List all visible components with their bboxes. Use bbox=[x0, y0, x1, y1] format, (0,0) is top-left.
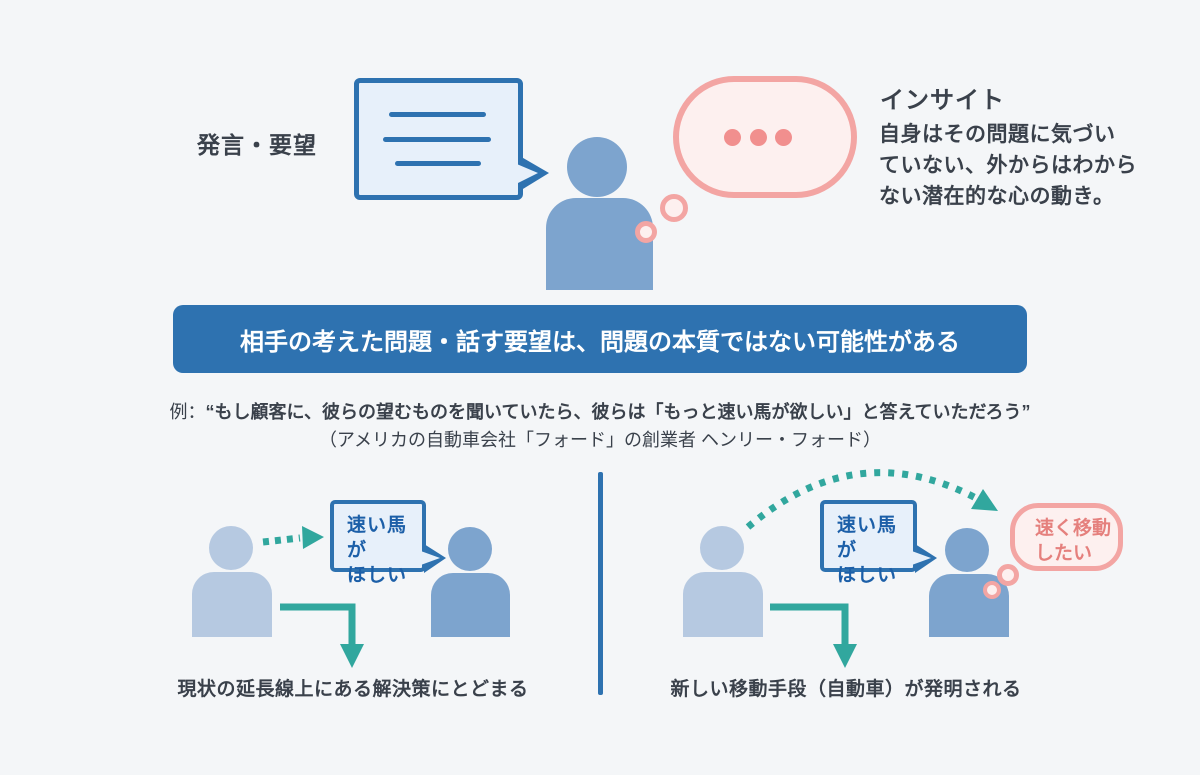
speech-bubble-text-line: ほしい bbox=[837, 565, 898, 586]
thought-bubble-text-line: したい bbox=[1035, 543, 1093, 564]
speech-line-icon bbox=[395, 161, 481, 166]
speech-bubble-icon bbox=[354, 78, 523, 200]
key-message-banner: 相手の考えた問題・話す要望は、問題の本質ではない可能性がある bbox=[173, 305, 1027, 373]
speech-line-icon bbox=[383, 137, 491, 142]
person-icon bbox=[448, 527, 492, 571]
speech-bubble-icon: 速い馬が ほしい bbox=[330, 500, 426, 586]
example-quote: “もし顧客に、彼らの望むものを聞いていたら、彼らは「もっと速い馬が欲しい」と答え… bbox=[205, 402, 1031, 422]
insight-description: 自身はその問題に気づい ていない、外からはわから ない潜在的な心の動き。 bbox=[879, 119, 1137, 212]
speech-bubble-tail-icon bbox=[915, 544, 937, 573]
person-icon bbox=[567, 137, 627, 197]
person-icon bbox=[431, 573, 510, 637]
person-icon bbox=[209, 526, 253, 570]
thought-bubble-text-line: 速く移動 bbox=[1035, 518, 1112, 539]
insight-description-line: ない潜在的な心の動き。 bbox=[879, 185, 1115, 208]
insight-description-line: ていない、外からはわから bbox=[879, 154, 1137, 177]
dotted-arrow-head-icon bbox=[971, 489, 998, 511]
speech-bubble-text-line: 速い馬が bbox=[837, 515, 898, 561]
thought-trail-icon bbox=[660, 194, 688, 222]
solid-arrow-head-icon bbox=[833, 644, 857, 668]
ellipsis-dots-icon bbox=[775, 129, 792, 146]
dotted-arrow-head-icon bbox=[302, 526, 324, 549]
speech-bubble-tail-icon bbox=[424, 544, 446, 573]
example-quote-line: 例：“もし顧客に、彼らの望むものを聞いていたら、彼らは「もっと速い馬が欲しい」と… bbox=[0, 398, 1200, 424]
speech-bubble-icon: 速い馬が ほしい bbox=[820, 500, 917, 586]
person-icon bbox=[192, 572, 272, 637]
statement-label: 発言・要望 bbox=[197, 132, 317, 158]
person-icon bbox=[945, 528, 989, 572]
right-case-caption: 新しい移動手段（自動車）が発明される bbox=[670, 679, 1022, 700]
thought-trail-icon bbox=[983, 581, 1001, 599]
example-prefix: 例： bbox=[169, 402, 206, 422]
speech-bubble-text-line: ほしい bbox=[347, 565, 408, 586]
left-case-caption: 現状の延長線上にある解決策にとどまる bbox=[177, 679, 529, 700]
thought-bubble-icon: 速く移動 したい bbox=[1010, 503, 1123, 571]
solid-arrow-icon bbox=[280, 603, 356, 646]
dotted-arrow-icon bbox=[262, 534, 301, 546]
person-icon bbox=[700, 526, 744, 570]
divider-line bbox=[598, 472, 603, 695]
thought-trail-icon bbox=[635, 221, 657, 243]
speech-line-icon bbox=[389, 112, 486, 117]
speech-bubble-text-line: 速い馬が bbox=[347, 515, 408, 561]
ellipsis-dots-icon bbox=[724, 129, 741, 146]
person-icon bbox=[546, 198, 653, 290]
ellipsis-dots-icon bbox=[750, 129, 767, 146]
thought-trail-icon bbox=[997, 564, 1019, 586]
insight-title: インサイト bbox=[880, 87, 1005, 114]
key-message-text: 相手の考えた問題・話す要望は、問題の本質ではない可能性がある bbox=[240, 328, 960, 356]
solid-arrow-head-icon bbox=[340, 644, 364, 668]
solid-arrow-icon bbox=[770, 603, 849, 646]
insight-description-line: 自身はその問題に気づい bbox=[879, 123, 1116, 146]
person-icon bbox=[683, 572, 763, 637]
example-attribution: （アメリカの自動車会社「フォード」の創業者 ヘンリー・フォード） bbox=[318, 430, 882, 450]
